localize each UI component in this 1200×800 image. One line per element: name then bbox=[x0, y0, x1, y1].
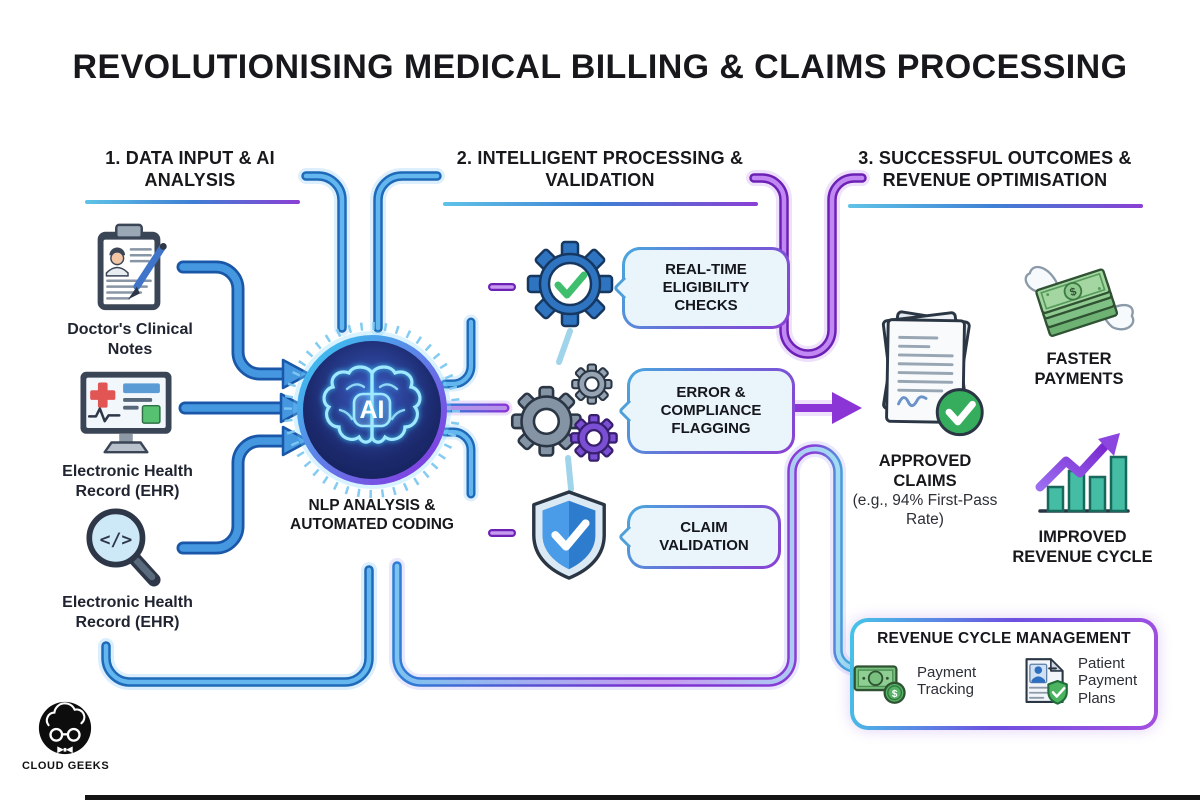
rcm-item-patient-plans: Patient Payment Plans bbox=[1019, 653, 1156, 709]
code-magnifier-icon: </> bbox=[86, 508, 161, 587]
improved-revenue-label: IMPROVED REVENUE CYCLE bbox=[1012, 528, 1153, 566]
tube-bottom-left bbox=[98, 562, 377, 690]
dollar-glyph: $ bbox=[1069, 285, 1079, 299]
money-coin-icon: $ bbox=[853, 665, 906, 704]
arrow-input-middle bbox=[178, 392, 309, 424]
code-glyph: </> bbox=[100, 530, 133, 551]
revenue-cycle-management-box: REVENUE CYCLE MANAGEMENT $ Payment Track… bbox=[850, 618, 1158, 730]
tube-ai-out-bottom bbox=[437, 424, 479, 502]
winged-money-icon: $ bbox=[1024, 265, 1135, 337]
ai-badge: AI bbox=[360, 396, 385, 424]
rcm-label-payment-tracking: Payment Tracking bbox=[917, 663, 977, 698]
section-2-underline bbox=[443, 202, 758, 206]
approved-documents-icon bbox=[881, 310, 984, 437]
patient-plan-icon bbox=[1025, 658, 1068, 705]
faster-payments-label: FASTER PAYMENTS bbox=[1034, 350, 1124, 388]
approved-claims-sub: (e.g., 94% First-Pass Rate) bbox=[852, 492, 998, 528]
tube-top-right bbox=[370, 168, 445, 336]
screen-bottom-edge bbox=[85, 795, 1200, 800]
logo-text: CLOUD GEEKS bbox=[22, 760, 110, 772]
input-label-ehr-2: Electronic Health Record (EHR) bbox=[62, 594, 193, 631]
input-label-clinical-notes: Doctor's Clinical Notes bbox=[67, 321, 193, 358]
bubble-claim-validation: CLAIM VALIDATION bbox=[627, 505, 781, 569]
approved-claims-label: APPROVED CLAIMS bbox=[878, 452, 972, 490]
section-3-heading: 3. SUCCESSFUL OUTCOMES & REVENUE OPTIMIS… bbox=[858, 148, 1132, 190]
input-label-ehr: Electronic Health Record (EHR) bbox=[62, 463, 193, 500]
bubble-eligibility-checks: REAL-TIME ELIGIBILITY CHECKS bbox=[622, 247, 790, 329]
ai-brain-icon: AI bbox=[284, 322, 460, 498]
clipboard-doctor-icon bbox=[97, 223, 167, 311]
rcm-title: REVENUE CYCLE MANAGEMENT bbox=[877, 630, 1131, 647]
section-1-underline bbox=[85, 200, 300, 204]
cloud-geek-face-icon bbox=[38, 701, 92, 755]
bubble-error-compliance: ERROR & COMPLIANCE FLAGGING bbox=[627, 368, 795, 454]
tube-top-left bbox=[298, 168, 350, 336]
dollar-glyph-coin: $ bbox=[892, 689, 898, 700]
tube-ai-out-top bbox=[437, 314, 479, 392]
gears-icon bbox=[510, 363, 618, 462]
ehr-monitor-icon bbox=[80, 371, 172, 454]
dashed-connectors bbox=[556, 328, 574, 492]
arrow-input-bottom bbox=[176, 425, 311, 555]
ai-label: NLP ANALYSIS & AUTOMATED CODING bbox=[290, 497, 454, 533]
rcm-label-patient-plans: Patient Payment Plans bbox=[1078, 655, 1138, 707]
tube-bottom-return bbox=[389, 441, 878, 690]
shield-check-icon bbox=[532, 490, 606, 580]
gear-check-icon bbox=[526, 240, 614, 328]
tube-purple-valley bbox=[746, 170, 870, 362]
arrow-input-top bbox=[176, 260, 311, 390]
section-1-heading: 1. DATA INPUT & AI ANALYSIS bbox=[105, 148, 275, 190]
section-3-underline bbox=[848, 204, 1143, 208]
section-2-heading: 2. INTELLIGENT PROCESSING & VALIDATION bbox=[456, 148, 744, 190]
page-title: REVOLUTIONISING MEDICAL BILLING & CLAIMS… bbox=[72, 48, 1128, 86]
rcm-item-payment-tracking: $ Payment Tracking bbox=[852, 655, 1009, 707]
growth-chart-icon bbox=[1035, 433, 1130, 513]
rcm-row: $ Payment Tracking P bbox=[852, 648, 1156, 709]
